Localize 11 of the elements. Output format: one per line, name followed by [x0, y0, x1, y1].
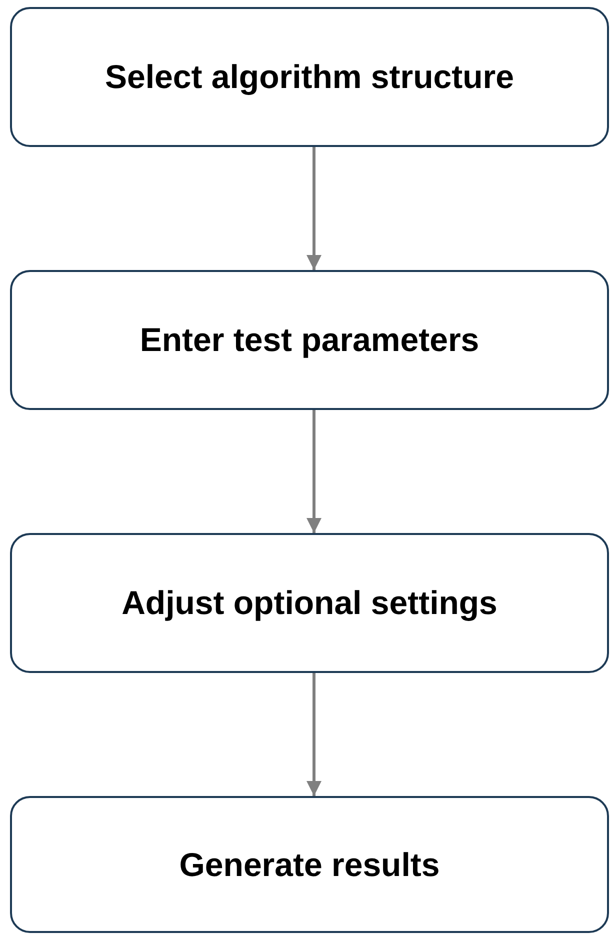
process-box: [10, 533, 609, 673]
step-label: Enter test parameters: [140, 321, 480, 359]
process-box: [10, 796, 609, 933]
step-label: Generate results: [179, 846, 440, 884]
step-label: Select algorithm structure: [105, 58, 514, 96]
process-box: [10, 7, 609, 147]
process-box: [10, 270, 609, 410]
step-label: Adjust optional settings: [122, 584, 498, 622]
arrow: [306, 410, 322, 533]
arrow: [306, 147, 322, 270]
arrow: [306, 673, 322, 796]
